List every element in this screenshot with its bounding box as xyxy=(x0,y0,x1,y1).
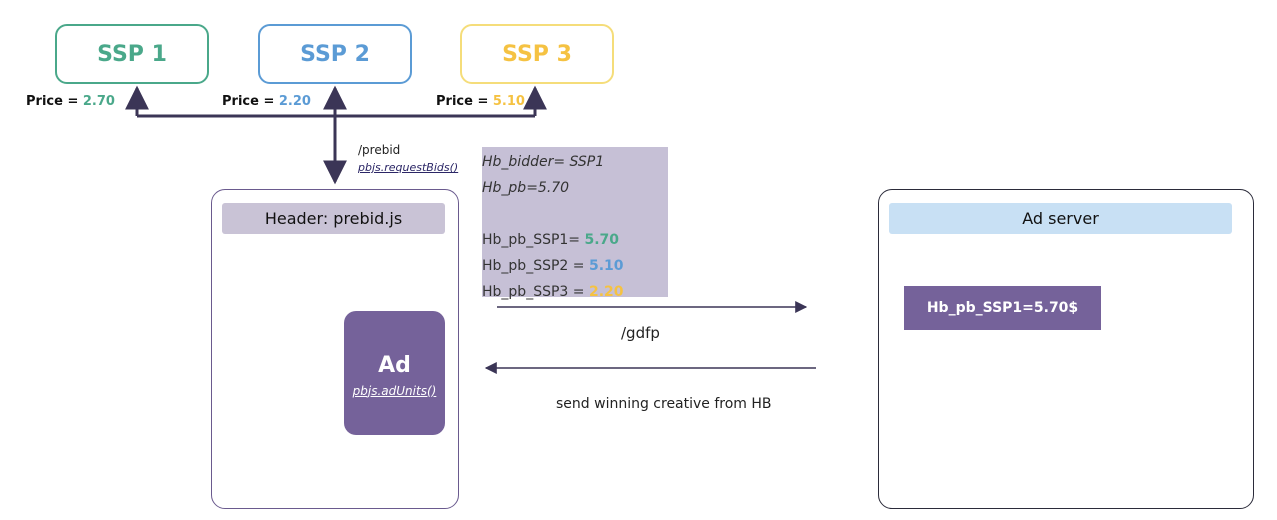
ad-server-title-bar: Ad server xyxy=(889,203,1232,234)
ssp2-label: SSP 2 xyxy=(300,41,370,67)
kv-ssp3-value: 2.20 xyxy=(588,284,624,300)
kv-bidder: Hb_bidder= SSP1 xyxy=(482,154,605,170)
ad-server-key-text: Hb_pb_SSP1=5.70$ xyxy=(926,300,1079,316)
ssp3-price-value: 5.10 xyxy=(492,94,525,109)
ssp1-price-label: Price = xyxy=(26,94,83,109)
kv-ssp3: Hb_pb_SSP3 = 2.20 xyxy=(482,279,668,305)
ssp3-box: SSP 3 xyxy=(460,24,614,84)
ad-title: Ad xyxy=(378,352,411,378)
ad-server-container xyxy=(878,189,1254,509)
kv-spacer xyxy=(482,201,668,227)
ssp1-label: SSP 1 xyxy=(97,41,167,67)
request-bids-label: pbjs.requestBids() xyxy=(358,161,459,174)
ssp3-price-label: Price = xyxy=(436,94,493,109)
kv-ssp2-value: 5.10 xyxy=(588,258,624,274)
kv-ssp2-key: Hb_pb_SSP2 = xyxy=(482,258,589,274)
targeting-panel: Hb_bidder= SSP1 Hb_pb=5.70 Hb_pb_SSP1= 5… xyxy=(482,147,668,300)
ad-server-title: Ad server xyxy=(1022,209,1099,228)
header-title: Header: prebid.js xyxy=(264,209,403,228)
ssp2-price-label: Price = xyxy=(222,94,279,109)
ssp3-price: Price = 5.10 xyxy=(436,94,525,109)
kv-ssp1: Hb_pb_SSP1= 5.70 xyxy=(482,227,668,253)
ssp2-price-value: 2.20 xyxy=(278,94,311,109)
ssp2-box: SSP 2 xyxy=(258,24,412,84)
ssp1-price-value: 2.70 xyxy=(82,94,115,109)
header-title-bar: Header: prebid.js xyxy=(222,203,445,234)
kv-ssp3-key: Hb_pb_SSP3 = xyxy=(482,284,589,300)
ssp1-price: Price = 2.70 xyxy=(26,94,115,109)
kv-ssp2: Hb_pb_SSP2 = 5.10 xyxy=(482,253,668,279)
prebid-path-label: /prebid xyxy=(358,143,401,157)
ssp3-label: SSP 3 xyxy=(502,41,572,67)
ssp2-price: Price = 2.20 xyxy=(222,94,311,109)
return-label: send winning creative from HB xyxy=(556,396,772,412)
ad-server-key: Hb_pb_SSP1=5.70$ xyxy=(904,286,1101,330)
kv-pb: Hb_pb=5.70 xyxy=(482,180,570,196)
ssp1-box: SSP 1 xyxy=(55,24,209,84)
kv-ssp1-key: Hb_pb_SSP1= xyxy=(482,232,585,248)
kv-ssp1-value: 5.70 xyxy=(584,232,620,248)
ad-unit-box: Ad pbjs.adUnits() xyxy=(344,311,445,435)
ad-units-call: pbjs.adUnits() xyxy=(352,383,437,398)
gdfp-label: /gdfp xyxy=(621,324,660,342)
